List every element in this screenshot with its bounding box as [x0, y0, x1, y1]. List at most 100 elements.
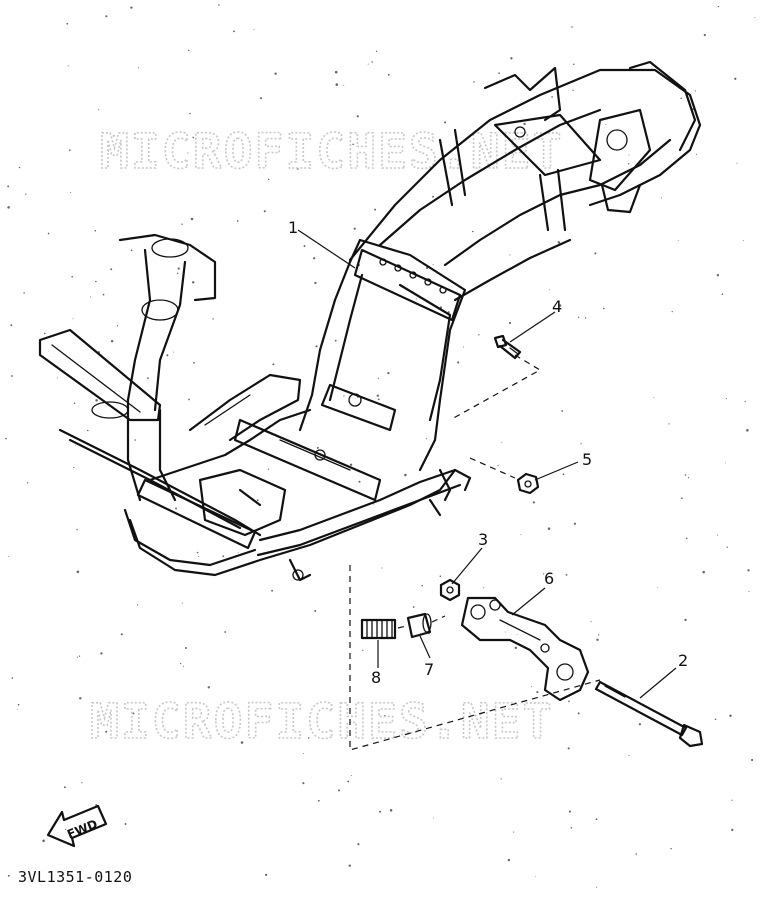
- forward-arrow-icon: FWD: [46, 804, 108, 848]
- speckle-dot: [694, 90, 696, 92]
- speckle-dot: [16, 709, 18, 710]
- callout-5: 5: [582, 450, 592, 469]
- speckle-dot: [8, 555, 10, 557]
- speckle-dot: [433, 817, 435, 819]
- speckle-dot: [716, 274, 720, 277]
- speckle-dot: [367, 63, 369, 65]
- speckle-dot: [425, 438, 427, 440]
- speckle-dot: [207, 686, 210, 689]
- speckle-dot: [134, 439, 136, 441]
- speckle-dot: [236, 220, 239, 222]
- speckle-dot: [264, 873, 268, 877]
- speckle-dot: [175, 507, 177, 510]
- speckle-dot: [185, 647, 187, 649]
- speckle-dot: [371, 61, 373, 63]
- speckle-dot: [190, 217, 194, 221]
- callout-4: 4: [552, 297, 562, 316]
- speckle-dot: [94, 229, 97, 232]
- watermark-bottom: MICROFICHES.NET: [90, 694, 553, 750]
- speckle-dot: [187, 152, 189, 154]
- speckle-dot: [635, 853, 637, 855]
- speckle-dot: [573, 63, 575, 66]
- speckle-dot: [725, 462, 727, 464]
- speckle-dot: [532, 501, 535, 504]
- speckle-dot: [67, 65, 69, 67]
- speckle-dot: [253, 29, 255, 30]
- speckle-dot: [549, 289, 551, 291]
- speckle-dot: [387, 73, 390, 76]
- speckle-dot: [628, 754, 630, 757]
- speckle-dot: [66, 22, 69, 25]
- speckle-dot: [362, 649, 364, 651]
- speckle-dot: [725, 398, 727, 400]
- speckle-dot: [73, 402, 76, 404]
- speckle-dot: [721, 293, 724, 295]
- speckle-dot: [702, 570, 705, 574]
- speckle-dot: [343, 84, 345, 86]
- speckle-dot: [177, 267, 180, 270]
- speckle-dot: [267, 178, 270, 181]
- speckle-dot: [743, 240, 745, 242]
- speckle-dot: [110, 339, 114, 343]
- speckle-dot: [714, 718, 717, 721]
- speckle-dot: [483, 587, 485, 589]
- speckle-dot: [191, 281, 195, 284]
- speckle-dot: [558, 304, 562, 307]
- speckle-dot: [736, 162, 738, 164]
- speckle-dot: [421, 584, 423, 587]
- speckle-dot: [10, 324, 13, 327]
- speckle-dot: [412, 606, 415, 608]
- speckle-dot: [439, 575, 442, 577]
- speckle-dot: [374, 208, 377, 211]
- speckle-dot: [703, 33, 706, 37]
- speckle-dot: [686, 537, 688, 540]
- speckle-dot: [78, 655, 81, 657]
- speckle-dot: [334, 70, 338, 74]
- speckle-dot: [347, 780, 350, 783]
- speckle-dot: [10, 375, 13, 377]
- speckle-dot: [638, 723, 642, 726]
- speckle-dot: [222, 555, 225, 558]
- callout-2: 2: [678, 651, 688, 670]
- speckle-dot: [334, 339, 337, 342]
- speckle-dot: [7, 874, 10, 877]
- scan-speckle: [5, 4, 756, 888]
- speckle-dot: [578, 316, 580, 318]
- speckle-dot: [76, 529, 78, 531]
- speckle-dot: [113, 135, 115, 137]
- speckle-dot: [680, 97, 682, 100]
- speckle-dot: [557, 241, 561, 244]
- speckle-dot: [314, 610, 317, 612]
- speckle-dot: [376, 394, 379, 397]
- speckle-dot: [751, 758, 754, 762]
- speckle-dot: [90, 296, 91, 298]
- speckle-dot: [357, 843, 360, 846]
- speckle-dot: [447, 311, 450, 314]
- speckle-dot: [182, 665, 185, 667]
- speckle-dot: [188, 398, 190, 401]
- speckle-dot: [237, 552, 239, 554]
- speckle-dot: [463, 346, 465, 348]
- speckle-dot: [432, 195, 435, 198]
- speckle-dot: [25, 193, 27, 195]
- speckle-dot: [534, 875, 536, 877]
- speckle-dot: [520, 534, 522, 535]
- speckle-dot: [677, 239, 679, 241]
- speckle-dot: [5, 437, 7, 440]
- engine-mount-bracket-part: [460, 596, 590, 702]
- leader-lines: [297, 229, 677, 751]
- speckle-dot: [744, 400, 746, 403]
- speckle-dot: [72, 318, 74, 320]
- speckle-dot: [181, 602, 183, 604]
- callout-8: 8: [371, 668, 381, 687]
- speckle-dot: [102, 293, 105, 296]
- speckle-dot: [568, 810, 571, 813]
- speckle-dot: [95, 399, 98, 402]
- spring-part: [360, 618, 397, 640]
- speckle-dot: [687, 477, 690, 479]
- speckle-dot: [11, 677, 14, 679]
- speckle-dot: [415, 298, 417, 300]
- speckle-dot: [197, 555, 200, 557]
- speckle-dot: [387, 371, 390, 375]
